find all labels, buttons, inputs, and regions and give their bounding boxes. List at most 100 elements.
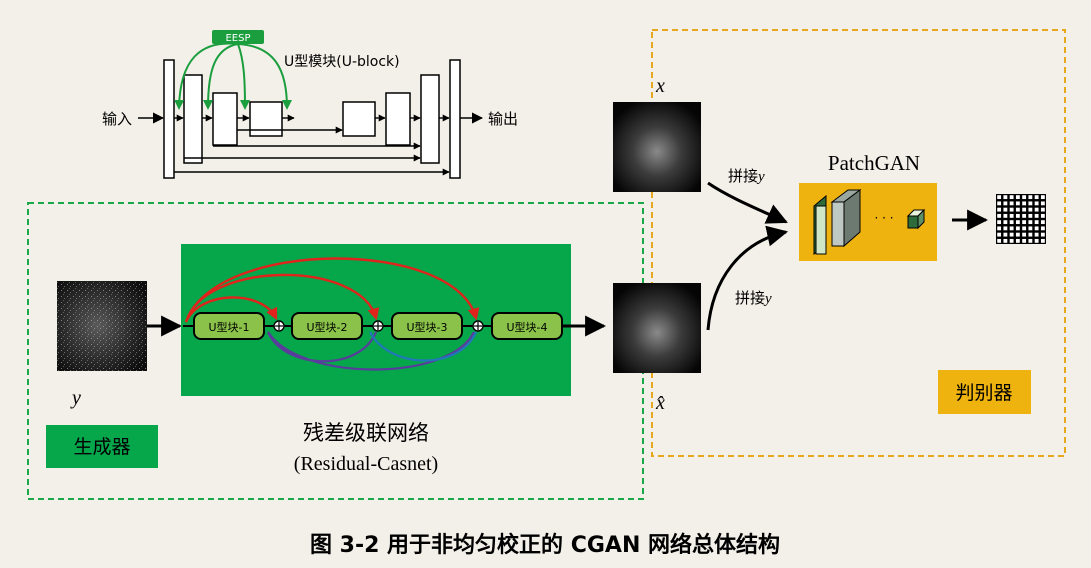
patch-cell [1028,201,1033,206]
patch-cell [1009,238,1014,243]
patch-cell [1015,238,1020,243]
xhat-var: x̂ [655,392,665,414]
patch-cell [1015,207,1020,212]
u-block-output-label: 输出 [488,110,518,128]
u-layer-4 [249,101,283,137]
patch-cell [1034,226,1039,231]
discriminator-label-box [938,370,1031,414]
patch-cell [1040,226,1045,231]
patch-cell [1040,195,1045,200]
patch-cell [1040,220,1045,225]
patch-cell [1003,195,1008,200]
patch-output-grid [996,194,1046,244]
skip-curve-purple-1 [266,331,378,363]
concat-arrow-bottom [706,225,789,331]
patch-cell [997,213,1002,218]
patch-cell [997,207,1002,212]
u-block-3 [391,312,463,340]
skip-curve-purple-2 [267,331,475,371]
patch-cell [1040,232,1045,237]
generator-input-var: y [70,387,81,409]
patch-cell [1015,213,1020,218]
skip-curve-red-1 [184,296,278,323]
patch-cell [1034,238,1039,243]
u-layer-2 [183,74,203,164]
discriminator-label: 判别器 [955,382,1012,404]
patch-cell [1028,213,1033,218]
eesp-label: EESP [225,33,250,44]
casnet-name-en: (Residual-Casnet) [294,453,438,475]
patch-cell [997,226,1002,231]
u-block-4-label: U型块-4 [506,320,547,334]
patch-cell [1015,220,1020,225]
patch-cell [1028,207,1033,212]
add-node-2 [372,320,384,332]
patch-cell [1003,232,1008,237]
patch-cell [1009,226,1014,231]
patch-cell [1028,195,1033,200]
patch-cell [1028,232,1033,237]
discriminator-dashed-frame [651,29,1066,457]
patch-cell [1009,213,1014,218]
patchgan-layers [813,189,926,256]
patch-cell [1034,195,1039,200]
eesp-badge [212,30,264,44]
u-block-input-label: 输入 [102,110,132,128]
u-block-1 [193,312,265,340]
patch-cell [1003,226,1008,231]
patch-cell [1034,232,1039,237]
patch-cell [1009,220,1014,225]
u-block-title: U型模块(U-block) [284,54,400,70]
patch-cell [1028,226,1033,231]
eesp-link-4 [237,43,292,110]
eesp-link-3 [237,43,250,110]
patch-cell [1015,201,1020,206]
eesp-link-2 [203,43,239,110]
patch-cell [1022,226,1027,231]
u-block-diagram: 输入 EESP U型模块(U-block) 输出 [102,30,518,179]
patchgan-ellipsis: · · · [874,211,893,225]
patch-cell [1022,201,1027,206]
generator-label: 生成器 [73,436,130,458]
patch-cell [1015,232,1020,237]
patch-cell [1003,201,1008,206]
patch-cell [1009,207,1014,212]
u-block-1-label: U型块-1 [208,320,249,334]
patch-cell [1040,213,1045,218]
patch-cell [997,201,1002,206]
generated-image-xhat [613,283,701,373]
patch-cell [1009,195,1014,200]
patch-cell [1022,213,1027,218]
add-node-1 [273,320,285,332]
u-layer-8 [449,59,461,179]
patch-cell [1009,201,1014,206]
u-block-3-label: U型块-3 [406,320,447,334]
casnet-name: 残差级联网络 [303,421,429,445]
u-layer-1 [163,59,175,179]
patch-cell [1022,220,1027,225]
patch-cell [1003,207,1008,212]
patch-cell [1022,207,1027,212]
patch-cell [1022,238,1027,243]
patch-cell [1022,232,1027,237]
patch-cell [1003,213,1008,218]
patchgan-title: PatchGAN [828,151,920,175]
patch-cell [997,220,1002,225]
generator-input-image [57,281,147,371]
generator-label-box [46,425,158,468]
patch-cell [1028,238,1033,243]
skip-curve-red-3 [184,257,480,323]
patch-cell [1040,201,1045,206]
patch-cell [997,238,1002,243]
skip-curve-blue [369,331,478,362]
concat-label-top: 拼接y [728,167,765,185]
u-block-2 [291,312,363,340]
patch-cell [997,232,1002,237]
u-layer-3 [212,92,238,146]
patch-cell [1040,238,1045,243]
patch-cell [1040,207,1045,212]
patch-cell [1015,226,1020,231]
patch-cell [1009,232,1014,237]
add-node-3 [472,320,484,332]
patch-cell [1022,195,1027,200]
